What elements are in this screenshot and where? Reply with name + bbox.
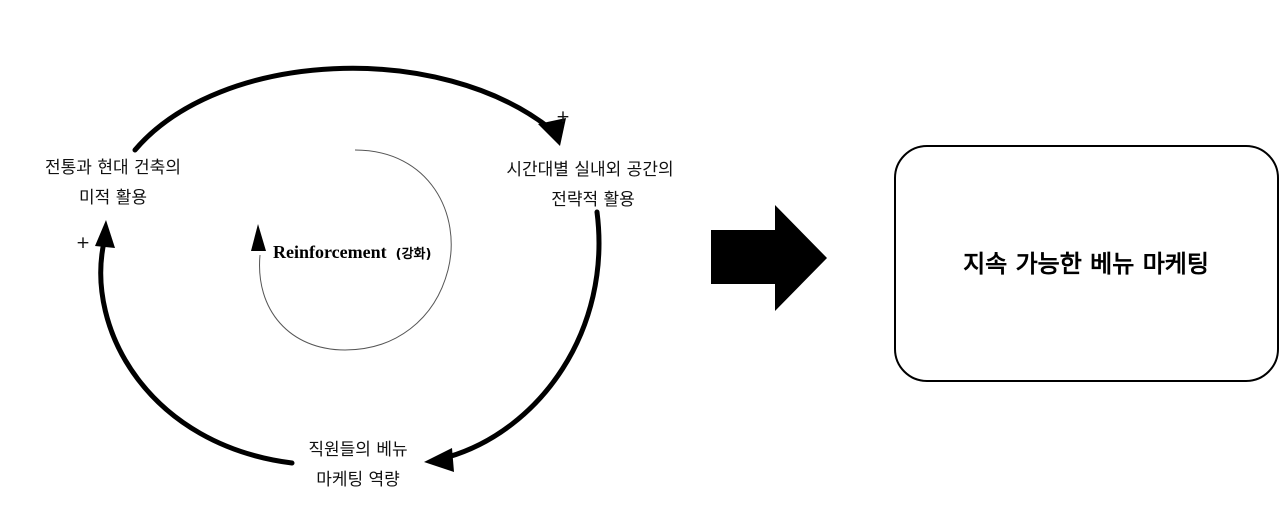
loop-label-en: Reinforcement — [273, 242, 387, 262]
reinforcement-loop-arrowhead — [251, 224, 266, 251]
big-right-arrow-icon — [711, 205, 827, 311]
arc-left — [98, 239, 295, 466]
node-bottom-line2: 마케팅 역량 — [316, 470, 400, 490]
arrowhead-left — [95, 220, 115, 248]
loop-label: Reinforcement (강화) — [273, 242, 431, 262]
arc-top — [132, 65, 555, 153]
polarity-top-right: + — [556, 107, 570, 127]
node-top-left-line1: 전통과 현대 건축의 — [45, 158, 181, 178]
node-top-right-line1: 시간대별 실내외 공간의 — [506, 160, 673, 180]
node-bottom-line1: 직원들의 베뉴 — [308, 440, 407, 460]
loop-label-ko: (강화) — [396, 246, 432, 262]
arrowhead-bottom — [424, 448, 454, 472]
polarity-left: + — [76, 233, 90, 253]
node-top-left-line2: 미적 활용 — [79, 188, 147, 208]
result-text: 지속 가능한 베뉴 마케팅 — [963, 250, 1209, 278]
node-top-right-line2: 전략적 활용 — [551, 190, 635, 210]
result-box — [894, 145, 1279, 382]
arrowhead-top-right — [538, 118, 566, 146]
arc-right — [445, 209, 602, 460]
reinforcement-loop-arc — [259, 149, 452, 351]
